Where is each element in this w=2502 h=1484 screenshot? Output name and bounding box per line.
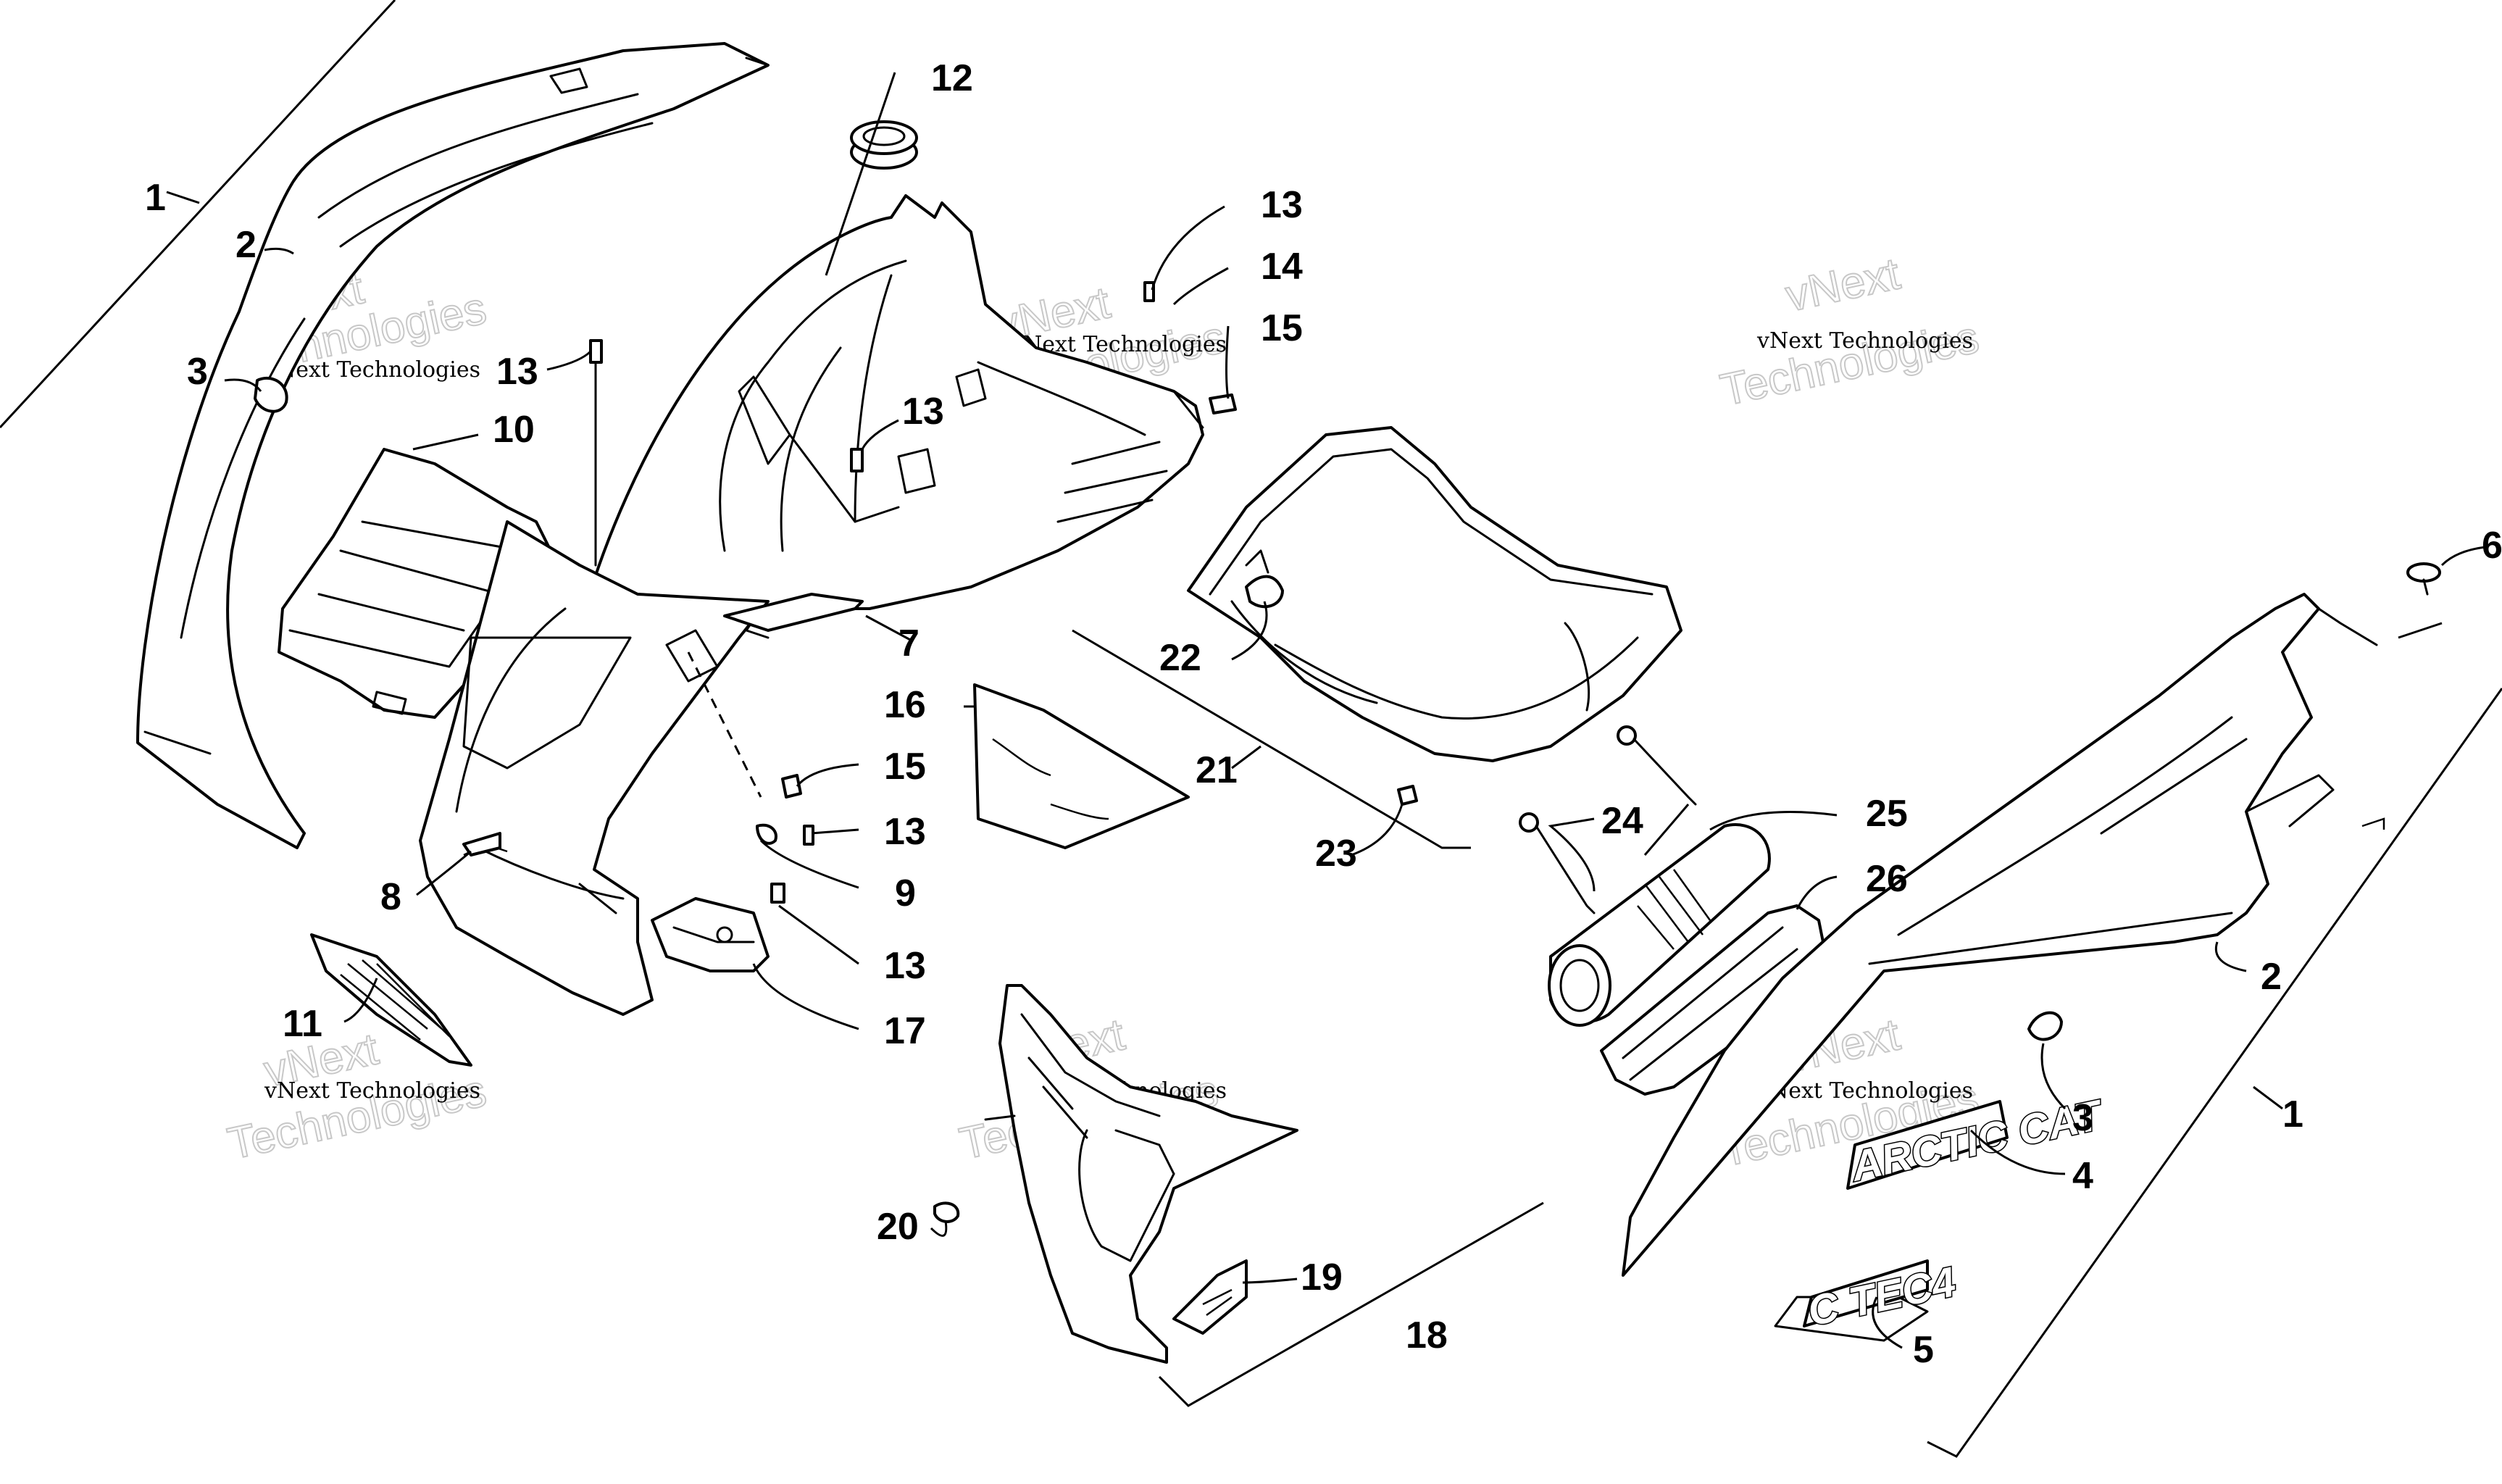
callout-22: 22 [1159, 637, 1201, 679]
main-hood-assembly [419, 194, 1204, 1016]
callout-9: 9 [895, 872, 916, 914]
callout-15-mid: 15 [884, 746, 926, 788]
callout-24: 24 [1601, 800, 1643, 842]
callout-14: 14 [1261, 246, 1303, 288]
part-25-air-filter [1548, 823, 1771, 1027]
callout-12: 12 [931, 57, 973, 99]
part-11-mesh-grille [310, 933, 472, 1067]
part-3-right-grommet [2027, 1011, 2063, 1041]
part-23-clip [1397, 785, 1418, 806]
assembly-18-bracket [1158, 1201, 1544, 1407]
callout-5: 5 [1913, 1329, 1934, 1371]
callout-21: 21 [1196, 749, 1238, 791]
part-3-left-grommet [254, 376, 288, 413]
leader-lines [166, 72, 2486, 1349]
part-18-lower-frame [984, 984, 1298, 1364]
callout-16: 16 [884, 684, 926, 726]
callout-26: 26 [1866, 858, 1908, 900]
part-12-grommet [850, 120, 918, 170]
part-20-push-pin [933, 1201, 960, 1223]
callout-3-left: 3 [187, 351, 208, 393]
callout-13-a: 13 [496, 351, 538, 393]
callout-19: 19 [1301, 1256, 1343, 1298]
callout-8: 8 [380, 876, 401, 918]
assembly-1-right-bracket-top [2398, 622, 2443, 639]
callout-10: 10 [493, 409, 535, 451]
svg-text:vNext Technologies: vNext Technologies [1756, 1078, 1973, 1104]
callout-13-b: 13 [1261, 184, 1303, 226]
callout-20: 20 [877, 1206, 919, 1248]
callout-11: 11 [283, 1003, 322, 1045]
part-17-bracket [651, 897, 770, 972]
callout-2-left: 2 [235, 224, 257, 266]
svg-text:C TEC4: C TEC4 [1803, 1258, 1959, 1335]
callout-1-right: 1 [2282, 1093, 2303, 1135]
svg-text:vNext Technologies: vNext Technologies [264, 357, 480, 383]
callout-labels: 1 2 3 10 13 12 13 14 15 13 7 16 22 21 23… [145, 57, 2502, 1371]
part-21-inner-tray [1187, 426, 1682, 762]
callout-13-d: 13 [884, 811, 926, 853]
callout-6: 6 [2482, 525, 2502, 567]
part-24-clamps [1519, 725, 1697, 914]
callout-18: 18 [1406, 1314, 1448, 1356]
assembly-1-left-bracket [0, 0, 396, 429]
svg-text:vNext Technologies: vNext Technologies [1756, 328, 1973, 354]
part-2-right-trim [1897, 716, 2233, 936]
part-8-clip [462, 832, 501, 856]
assembly-1-right-bracket [1927, 688, 2502, 1458]
part-2-left-side-panel [136, 42, 770, 849]
part-1-right-side-panel [1622, 593, 2385, 1342]
part-6-push-pin [2406, 562, 2441, 596]
callout-7: 7 [898, 622, 920, 664]
callout-3-right: 3 [2072, 1097, 2093, 1139]
part-5-model-decal: C TEC4 [1803, 1257, 1961, 1336]
callout-2-right: 2 [2261, 956, 2282, 998]
callout-17: 17 [884, 1010, 926, 1052]
callout-15-top: 15 [1261, 307, 1303, 349]
watermark-top-right: vNext Technologies vNext Technologies [1716, 248, 1984, 416]
part-19-mesh-insert [1172, 1259, 1248, 1335]
callout-25: 25 [1866, 793, 1908, 835]
assembly-21-bracket [1072, 629, 1471, 849]
callout-4: 4 [2072, 1155, 2093, 1197]
fasteners-hardware [589, 281, 1237, 904]
callout-13-e: 13 [884, 945, 926, 987]
part-7-bracket [723, 593, 864, 632]
callout-23: 23 [1315, 833, 1357, 875]
part-22-grommet [1245, 575, 1284, 609]
svg-text:vNext: vNext [1782, 249, 1904, 321]
part-16-windshield-film [973, 683, 1190, 849]
callout-1-left: 1 [145, 177, 166, 219]
callout-13-c: 13 [902, 391, 944, 433]
svg-text:vNext Technologies: vNext Technologies [264, 1078, 480, 1104]
